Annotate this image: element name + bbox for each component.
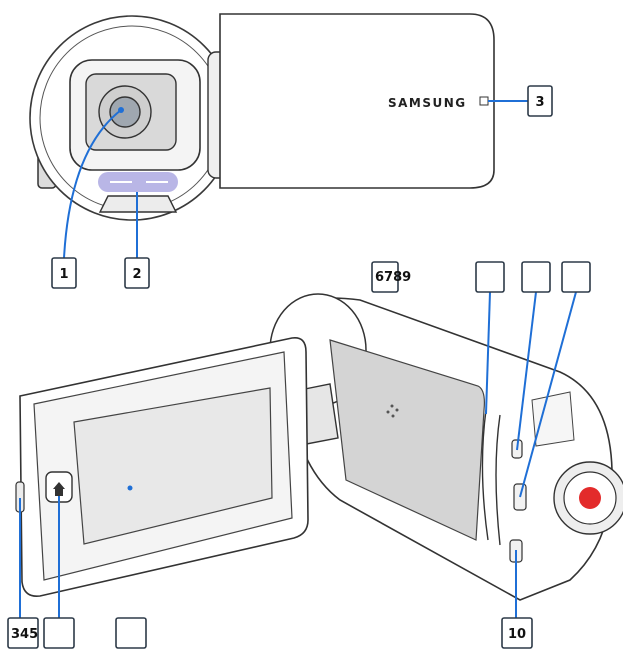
side-panel — [329, 339, 485, 541]
callout-top-3 — [561, 261, 591, 293]
svg-text:10: 10 — [508, 627, 526, 642]
callout-345: 345 — [7, 617, 39, 649]
callout-3: 3 — [527, 85, 553, 117]
callout-10: 10 — [501, 617, 533, 649]
rear-view — [15, 293, 623, 601]
record-button-icon[interactable] — [579, 487, 601, 509]
svg-text:6789: 6789 — [375, 270, 411, 285]
lcd-screen — [73, 387, 273, 545]
lead-1 — [63, 109, 122, 259]
callout-1: 1 — [51, 257, 77, 289]
lead-top2 — [516, 291, 537, 451]
callout-bottom-2 — [43, 617, 75, 649]
callout-bottom-3 — [115, 617, 147, 649]
brand-logo: SAMSUNG — [388, 96, 467, 110]
lcd-panel-back — [219, 13, 495, 189]
svg-text:1: 1 — [59, 267, 68, 282]
svg-text:345: 345 — [11, 627, 38, 642]
speaker-grille — [386, 404, 399, 418]
lead-top3 — [519, 291, 577, 498]
callout-2: 2 — [124, 257, 150, 289]
front-view: SAMSUNG — [29, 13, 495, 221]
svg-text:2: 2 — [132, 267, 141, 282]
callout-6789: 6789 — [371, 261, 411, 293]
lead-top1 — [485, 291, 491, 415]
lens-glass — [109, 96, 141, 128]
callout-top-2 — [521, 261, 551, 293]
callout-top-1 — [475, 261, 505, 293]
svg-text:3: 3 — [535, 95, 544, 110]
home-icon — [53, 482, 65, 496]
internal-microphone — [98, 172, 178, 192]
